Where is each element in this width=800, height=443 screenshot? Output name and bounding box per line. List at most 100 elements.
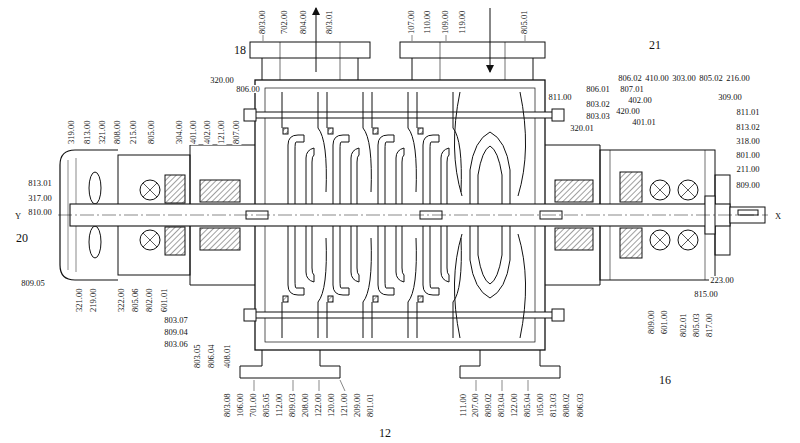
- callout-number: 601.01: [161, 287, 170, 312]
- drawing-part: [263, 35, 264, 41]
- callout-number: 809.00: [648, 309, 657, 334]
- callout-number: 304.00: [176, 119, 185, 144]
- callout-number: 803.04: [498, 392, 507, 417]
- drawing-part: [490, 8, 491, 72]
- callout-number: 321.00: [76, 287, 85, 312]
- callout-number: 803.05: [194, 343, 203, 368]
- callout-number: 803.08: [224, 392, 233, 417]
- callout-number: 309.00: [717, 93, 742, 102]
- callout-number: 402.00: [627, 96, 652, 105]
- callout-number: 805.06: [132, 287, 141, 312]
- drawing-part: [244, 109, 256, 121]
- drawing-part: [412, 35, 413, 41]
- callout-number: 408.01: [224, 343, 233, 368]
- callout-number: 321.00: [99, 119, 108, 144]
- drawing-part: [478, 226, 502, 284]
- callout-number: 806.00: [235, 85, 260, 94]
- drawing-part: [400, 42, 545, 58]
- drawing-part: [555, 228, 593, 250]
- drawing-part: [470, 226, 510, 298]
- drawing-part: [254, 380, 255, 391]
- callout-number: 806.01: [585, 85, 610, 94]
- callout-number: 817.00: [706, 312, 715, 337]
- drawing-part: [200, 228, 240, 250]
- callout-number: 815.00: [693, 290, 718, 299]
- drawing-part: [319, 380, 320, 391]
- callout-number: 803.07: [163, 316, 188, 325]
- callout-number: 216.00: [725, 74, 750, 83]
- callout-number: 320.01: [569, 124, 594, 133]
- callout-number: 322.00: [118, 287, 127, 312]
- drawing-part: [620, 228, 642, 258]
- callout-number: 112.00: [276, 392, 285, 417]
- drawing-part: [254, 35, 528, 391]
- drawing-part: [460, 350, 560, 378]
- callout-number: 402.00: [204, 119, 213, 144]
- axis-letter: Y: [14, 212, 22, 221]
- callout-number: 802.00: [146, 287, 155, 312]
- callout-number: 804.00: [300, 9, 309, 34]
- drawing-part: [250, 112, 560, 118]
- drawing-part: [58, 8, 768, 391]
- callout-number: 807.00: [233, 119, 242, 144]
- axis-letter: X: [774, 212, 782, 221]
- callout-number: 701.00: [250, 392, 259, 417]
- callout-number: 805.00: [148, 119, 157, 144]
- callout-number: 208.00: [302, 392, 311, 417]
- drawing-part: [280, 42, 340, 80]
- callout-number: 809.00: [735, 181, 760, 190]
- drawing-part: [250, 312, 560, 318]
- drawing-part: [555, 180, 593, 202]
- drawing-part: [470, 132, 510, 204]
- callout-number: 806.04: [208, 343, 217, 368]
- callout-number: 805.05: [263, 392, 272, 417]
- callout-number: 813.01: [27, 179, 52, 188]
- drawing-part: [200, 180, 240, 202]
- callout-number: 805.01: [521, 9, 530, 34]
- callout-number: 807.01: [619, 85, 644, 94]
- callout-number: 811.00: [547, 93, 572, 102]
- drawing-part: [165, 175, 185, 203]
- callout-number: 811.01: [735, 108, 760, 117]
- callout-number: 805.02: [698, 74, 723, 83]
- callout-number: 813.02: [735, 123, 760, 132]
- callout-number: 207.00: [472, 392, 481, 417]
- callout-number: 601.00: [661, 309, 670, 334]
- drawing-part: [316, 8, 317, 72]
- callout-number: 209.00: [354, 392, 363, 417]
- callout-number: 401.00: [190, 119, 199, 144]
- callout-number: 803.06: [163, 340, 188, 349]
- callout-number: 802.01: [680, 312, 689, 337]
- callout-number: 805.03: [693, 312, 702, 337]
- callout-number: 803.00: [259, 9, 268, 34]
- drawing-part: [525, 35, 526, 41]
- callout-number: 219.00: [90, 287, 99, 312]
- callout-number: 110.00: [424, 9, 433, 34]
- callout-number: 702.00: [281, 9, 290, 34]
- callout-number: 813.00: [84, 119, 93, 144]
- callout-number: 801.01: [367, 392, 376, 417]
- callout-number: 809.04: [163, 328, 188, 337]
- callout-number: 803.01: [326, 9, 335, 34]
- drawing-part: [478, 146, 502, 204]
- callout-number: 809.05: [20, 279, 45, 288]
- callout-number: 806.03: [577, 392, 586, 417]
- view-number: 18: [233, 44, 247, 56]
- callout-number: 106.00: [237, 392, 246, 417]
- callout-number: 215.00: [130, 119, 139, 144]
- drawing-part: [738, 210, 758, 215]
- callout-number: 401.01: [631, 118, 656, 127]
- drawing-part: [502, 380, 503, 391]
- callout-number: 318.00: [735, 137, 760, 146]
- view-number: 20: [15, 232, 29, 244]
- callout-number: 317.00: [27, 194, 52, 203]
- callout-number: 805.04: [524, 392, 533, 417]
- drawing-part: [89, 172, 101, 204]
- callout-number: 121.00: [218, 119, 227, 144]
- drawing-part: [440, 42, 505, 80]
- callout-number: 107.00: [408, 9, 417, 34]
- callout-number: 303.00: [671, 74, 696, 83]
- callout-number: 801.00: [735, 151, 760, 160]
- drawing-part: [165, 227, 185, 255]
